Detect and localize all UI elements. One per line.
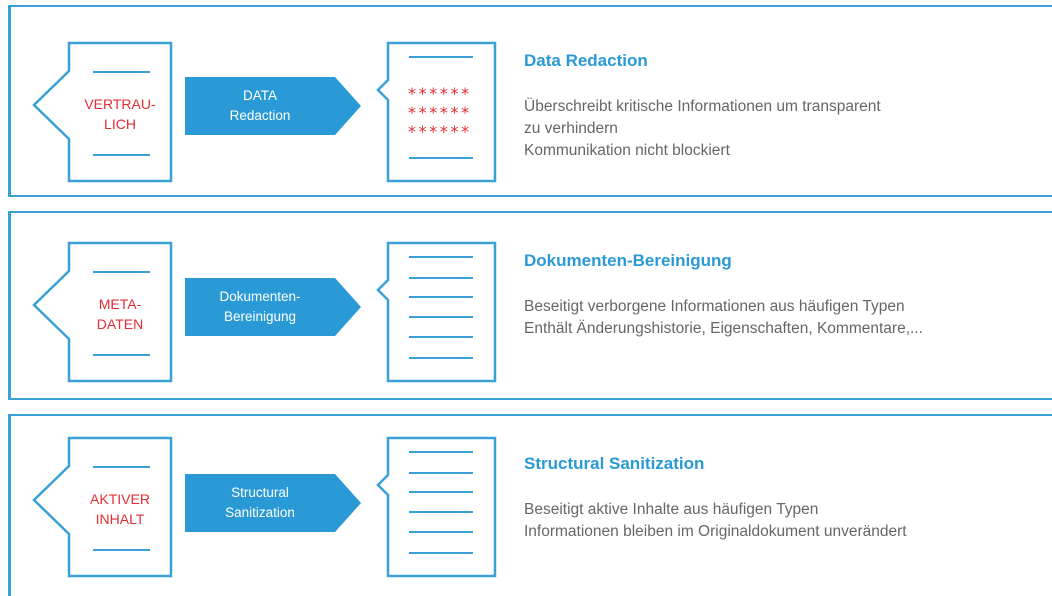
section-description: Beseitigt verborgene Informationen aus h… [524,298,923,337]
row-data-redaction: VERTRAU- LICH DATA Redaction ****** ****… [8,5,1052,197]
row-dokumenten-bereinigung: META- DATEN Dokumenten- Bereinigung Doku… [8,211,1052,400]
source-document-label: VERTRAU- LICH [84,96,156,132]
process-arrow-dokumenten-bereinigung: Dokumenten- Bereinigung [185,278,361,336]
arrow-shape [185,474,361,532]
sanitized-document-icon [376,436,497,578]
redacted-document-icon [376,41,497,183]
source-document-label: AKTIVER INHALT [90,491,150,527]
info-block: Data Redaction Überschreibt kritische In… [524,50,1044,162]
cleaned-document-icon [376,241,497,383]
section-title: Dokumenten-Bereinigung [524,251,732,270]
arrow-label: Structural Sanitization [225,485,295,520]
row-structural-sanitization: AKTIVER INHALT Structural Sanitization S… [8,414,1052,596]
arrow-label: DATA Redaction [229,88,291,123]
process-arrow-data-redaction: DATA Redaction [185,77,361,135]
arrow-shape [185,278,361,336]
redacted-asterisks: ****** ****** ****** [407,84,471,141]
confidential-document-icon [32,41,173,183]
section-description: Überschreibt kritische Informationen um … [524,98,881,159]
info-block: Dokumenten-Bereinigung Beseitigt verborg… [524,250,1044,340]
arrow-shape [185,77,361,135]
source-document-label: META- DATEN [96,296,144,332]
metadata-document-icon [32,241,173,383]
info-block: Structural Sanitization Beseitigt aktive… [524,453,1044,543]
active-content-document-icon [32,436,173,578]
section-description: Beseitigt aktive Inhalte aus häufigen Ty… [524,501,907,540]
process-arrow-structural-sanitization: Structural Sanitization [185,474,361,532]
section-title: Structural Sanitization [524,454,705,473]
arrow-label: Dokumenten- Bereinigung [219,289,301,324]
section-title: Data Redaction [524,51,648,70]
